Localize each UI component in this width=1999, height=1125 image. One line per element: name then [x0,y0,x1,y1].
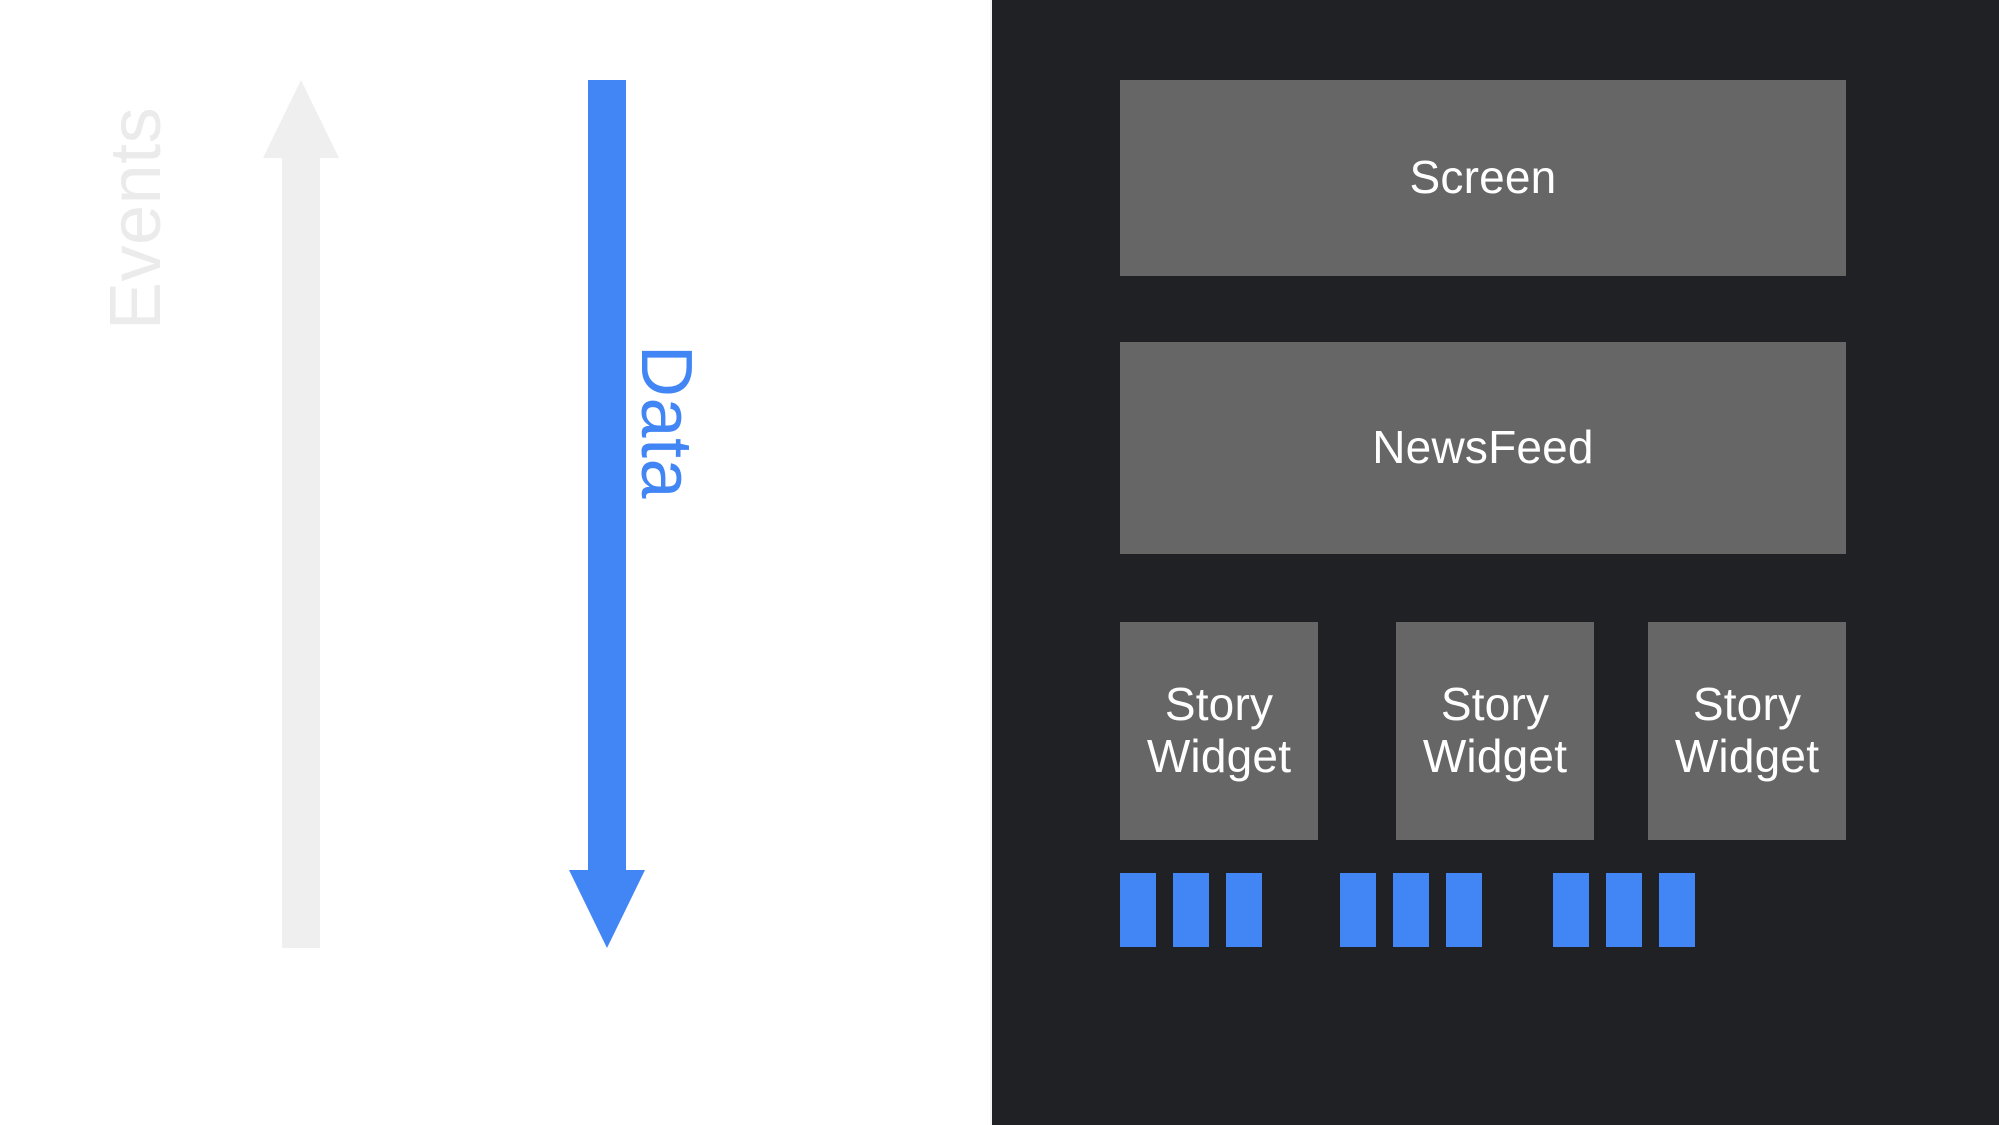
leaf-node[interactable] [1393,873,1429,947]
node-newsfeed[interactable]: NewsFeed [1120,342,1846,554]
leaf-group-2 [1340,873,1482,947]
data-flow-label: Data [626,345,706,500]
events-flow-label: Events [96,106,176,330]
arrow-up-icon [263,80,339,948]
leaf-node[interactable] [1606,873,1642,947]
story-widget-label-line1: Story [1692,678,1802,731]
leaf-group-1 [1120,873,1262,947]
leaf-node[interactable] [1340,873,1376,947]
story-widget-label-line1: Story [1440,678,1550,731]
node-story-widget-3[interactable]: Story Widget [1648,622,1846,840]
node-story-widget-1[interactable]: Story Widget [1120,622,1318,840]
widget-tree-pane: Screen NewsFeed Story Widget Story Widge… [990,0,1999,1125]
leaf-node[interactable] [1120,873,1156,947]
arrow-down-icon [569,80,645,948]
leaf-node[interactable] [1659,873,1695,947]
story-widget-label-line2: Widget [1674,730,1820,782]
leaf-node[interactable] [1553,873,1589,947]
flow-pane: Events Data [0,0,990,1125]
leaf-node[interactable] [1226,873,1262,947]
story-widget-label-line2: Widget [1422,730,1568,782]
node-story-widget-2[interactable]: Story Widget [1396,622,1594,840]
story-widget-label-line2: Widget [1146,730,1292,782]
story-widget-label-line1: Story [1164,678,1274,731]
leaf-group-3 [1553,873,1695,947]
leaf-node[interactable] [1173,873,1209,947]
leaf-node[interactable] [1446,873,1482,947]
node-screen[interactable]: Screen [1120,80,1846,276]
